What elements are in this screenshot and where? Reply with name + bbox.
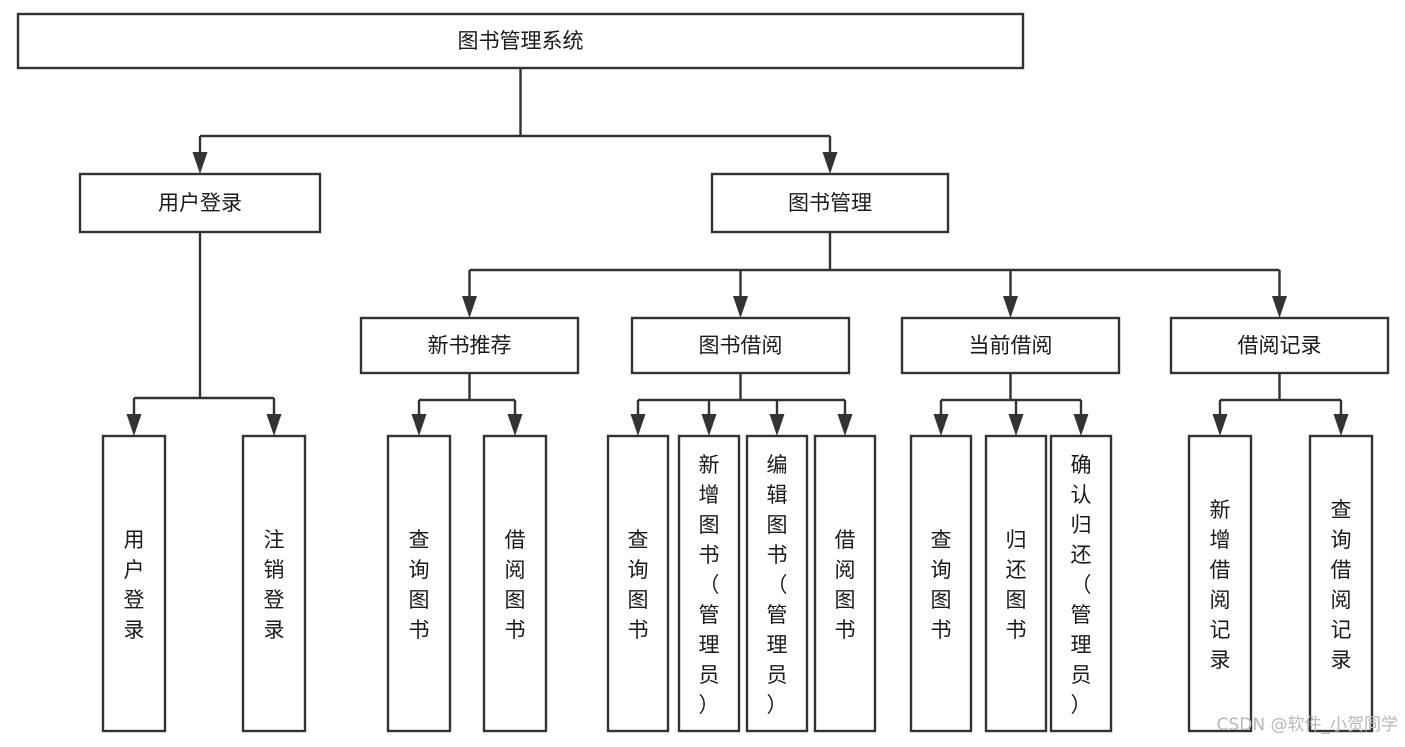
edge-arrowhead: [126, 414, 142, 436]
node-box-leaf-logout[interactable]: [241, 434, 307, 733]
edge-arrowhead: [837, 414, 853, 436]
node-label-leaf-borrow-book-1: 借阅图书: [505, 528, 526, 642]
node-label-leaf-borrow-book-2: 借阅图书: [835, 528, 856, 642]
node-leaf-add-book-admin[interactable]: 新增图书（管理员）: [677, 434, 741, 733]
edge-arrowhead: [1003, 296, 1018, 318]
edge-arrowhead: [733, 296, 748, 318]
node-label-leaf-add-book-admin: 新增图书（管理员）: [699, 453, 720, 717]
node-book-borrow[interactable]: 图书借阅: [630, 316, 851, 375]
node-box-leaf-query-borrow-record[interactable]: [1308, 434, 1374, 733]
node-box-current-borrow[interactable]: [900, 316, 1121, 375]
node-root[interactable]: 图书管理系统: [16, 12, 1025, 70]
node-box-borrow-record[interactable]: [1169, 316, 1390, 375]
node-leaf-borrow-book-2[interactable]: 借阅图书: [813, 434, 877, 733]
edge-arrowhead: [630, 414, 646, 436]
edge-arrowhead: [769, 414, 785, 436]
node-label-leaf-edit-book-admin: 编辑图书（管理员）: [767, 453, 788, 717]
node-leaf-query-book-2[interactable]: 查询图书: [606, 434, 670, 733]
node-box-root[interactable]: [16, 12, 1025, 70]
node-box-leaf-add-borrow-record[interactable]: [1187, 434, 1253, 733]
node-user-login[interactable]: 用户登录: [78, 172, 322, 234]
edge-arrowhead: [933, 414, 949, 436]
edge-arrowhead: [1333, 414, 1349, 436]
node-leaf-query-book-1[interactable]: 查询图书: [386, 434, 452, 733]
node-leaf-user-login[interactable]: 用户登录: [101, 434, 167, 733]
node-borrow-record[interactable]: 借阅记录: [1169, 316, 1390, 375]
node-box-leaf-query-book-3[interactable]: [909, 434, 973, 733]
node-current-borrow[interactable]: 当前借阅: [900, 316, 1121, 375]
edge-arrowhead: [1073, 414, 1089, 436]
node-box-leaf-add-book-admin[interactable]: [677, 434, 741, 733]
node-label-root: 图书管理系统: [458, 29, 584, 53]
node-label-current-borrow: 当前借阅: [969, 334, 1053, 358]
nodes-layer: 图书管理系统用户登录图书管理新书推荐图书借阅当前借阅借阅记录用户登录注销登录查询…: [16, 12, 1390, 733]
node-leaf-return-book[interactable]: 归还图书: [984, 434, 1048, 733]
node-leaf-edit-book-admin[interactable]: 编辑图书（管理员）: [745, 434, 809, 733]
edge-arrowhead: [411, 414, 427, 436]
edge-arrowhead: [822, 152, 838, 174]
node-box-leaf-edit-book-admin[interactable]: [745, 434, 809, 733]
node-box-leaf-borrow-book-1[interactable]: [482, 434, 548, 733]
edge-arrowhead: [1272, 296, 1287, 318]
node-leaf-query-borrow-record[interactable]: 查询借阅记录: [1308, 434, 1374, 733]
edge-arrowhead: [266, 414, 282, 436]
edges-layer: [126, 68, 1349, 436]
node-label-leaf-confirm-return-admin: 确认归还（管理员）: [1071, 453, 1092, 717]
node-label-leaf-user-login: 用户登录: [124, 528, 145, 642]
edge-arrowhead: [462, 296, 477, 318]
node-label-leaf-query-borrow-record: 查询借阅记录: [1331, 498, 1352, 672]
node-label-borrow-record: 借阅记录: [1238, 334, 1322, 358]
edge-arrowhead: [1212, 414, 1228, 436]
node-leaf-confirm-return-admin[interactable]: 确认归还（管理员）: [1049, 434, 1113, 733]
node-leaf-borrow-book-1[interactable]: 借阅图书: [482, 434, 548, 733]
node-label-book-borrow: 图书借阅: [699, 334, 783, 358]
csdn-watermark: CSDN @软件_小贺同学: [1217, 715, 1398, 735]
node-box-new-book-recommend[interactable]: [359, 316, 580, 375]
node-label-leaf-logout: 注销登录: [264, 528, 285, 642]
edge-arrowhead: [192, 152, 208, 174]
node-label-leaf-query-book-2: 查询图书: [628, 528, 649, 642]
node-box-leaf-confirm-return-admin[interactable]: [1049, 434, 1113, 733]
node-box-user-login[interactable]: [78, 172, 322, 234]
edge-arrowhead: [701, 414, 717, 436]
node-leaf-add-borrow-record[interactable]: 新增借阅记录: [1187, 434, 1253, 733]
node-box-leaf-return-book[interactable]: [984, 434, 1048, 733]
node-leaf-logout[interactable]: 注销登录: [241, 434, 307, 733]
node-label-new-book-recommend: 新书推荐: [428, 334, 512, 358]
node-book-manage[interactable]: 图书管理: [710, 172, 950, 234]
node-label-leaf-query-book-3: 查询图书: [931, 528, 952, 642]
node-label-user-login: 用户登录: [158, 191, 242, 215]
node-label-book-manage: 图书管理: [788, 191, 872, 215]
node-box-book-borrow[interactable]: [630, 316, 851, 375]
node-leaf-query-book-3[interactable]: 查询图书: [909, 434, 973, 733]
edge-arrowhead: [507, 414, 523, 436]
node-box-leaf-query-book-2[interactable]: [606, 434, 670, 733]
node-label-leaf-query-book-1: 查询图书: [409, 528, 430, 642]
node-box-leaf-borrow-book-2[interactable]: [813, 434, 877, 733]
node-new-book-recommend[interactable]: 新书推荐: [359, 316, 580, 375]
node-box-leaf-user-login[interactable]: [101, 434, 167, 733]
edge-arrowhead: [1008, 414, 1024, 436]
node-label-leaf-add-borrow-record: 新增借阅记录: [1210, 498, 1231, 672]
node-label-leaf-return-book: 归还图书: [1006, 528, 1027, 642]
node-box-book-manage[interactable]: [710, 172, 950, 234]
node-box-leaf-query-book-1[interactable]: [386, 434, 452, 733]
